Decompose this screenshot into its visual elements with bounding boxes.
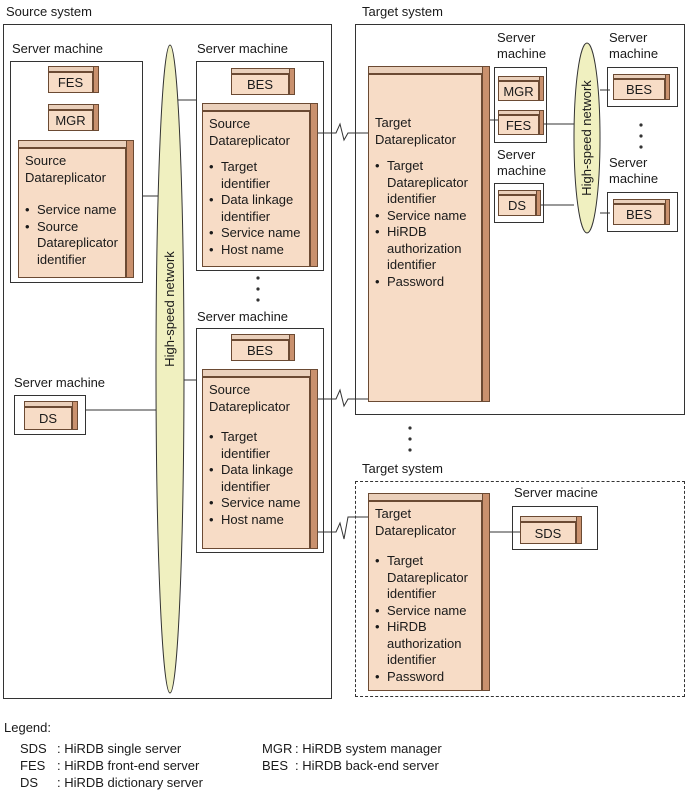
list-item: Data linkage identifier <box>209 192 309 225</box>
list-item: Host name <box>209 512 303 529</box>
server-machine-title: Server machine <box>609 155 659 186</box>
high-speed-network-target <box>573 42 601 234</box>
high-speed-network-source <box>155 44 185 694</box>
sds-box: SDS <box>520 516 582 544</box>
replicator-title-line2: Datareplicator <box>375 131 456 147</box>
source-system-title: Source system <box>6 4 92 19</box>
fes-box: FES <box>498 110 544 135</box>
replicator-title-line2: Datareplicator <box>209 398 290 414</box>
target-system-title: Target system <box>362 4 443 19</box>
legend-entry: SDS: HiRDB single server <box>20 741 182 756</box>
server-machine-ds <box>14 395 86 435</box>
list-item: Target Datareplicator identifier <box>375 158 483 208</box>
server-machine-title: Server machine <box>197 41 289 56</box>
list-item: Password <box>375 274 475 291</box>
list-item: Source Datareplicator identifier <box>25 219 121 269</box>
server-machine-left <box>10 61 143 283</box>
legend-entry: FES: HiRDB front-end server <box>20 758 200 773</box>
target-datareplicator-2: Target Datareplicator Target Datareplica… <box>368 493 490 691</box>
server-machine-title: Server machine <box>197 309 289 324</box>
list-item: Service name <box>209 495 303 512</box>
source-datareplicator-bottom: Source Datareplicator Target identifier … <box>202 369 318 549</box>
bes-box: BES <box>613 199 670 225</box>
server-machine-bes1 <box>607 67 678 107</box>
target-system-frame <box>355 24 685 415</box>
target-system-title: Target system <box>362 461 443 476</box>
mgr-box: MGR <box>498 76 544 101</box>
replicator-title-line1: Target <box>375 506 412 521</box>
replicator-title-line1: Source <box>209 116 251 131</box>
server-machine-title: Server machine <box>497 30 547 61</box>
server-machine-title: Server machine <box>14 375 106 390</box>
ds-box: DS <box>24 401 78 430</box>
fes-box: FES <box>48 66 99 93</box>
server-machine-bes2 <box>607 192 678 232</box>
legend-entry: MGR: HiRDB system manager <box>262 741 442 756</box>
replicator-title-line2: Datareplicator <box>209 132 290 148</box>
server-machine-mgr-fes <box>494 67 547 143</box>
ds-box: DS <box>498 190 541 216</box>
source-datareplicator-left: Source Datareplicator Service name Sourc… <box>18 140 134 278</box>
server-machine-sds <box>512 506 598 550</box>
bes-box: BES <box>231 68 295 95</box>
legend-entry: DS: HiRDB dictionary server <box>20 775 203 790</box>
server-machine-bottom <box>196 328 324 553</box>
mgr-box: MGR <box>48 104 99 131</box>
legend-entry: BES: HiRDB back-end server <box>262 758 439 773</box>
replicator-title-line1: Target <box>375 115 412 130</box>
list-item: Target identifier <box>209 429 301 462</box>
target-datareplicator-1: Target Datareplicator Target Datareplica… <box>368 66 490 402</box>
list-item: Service name <box>375 208 475 225</box>
server-machine-title: Server machine <box>12 41 104 56</box>
source-datareplicator-top: Source Datareplicator Target identifier … <box>202 103 318 267</box>
server-machine-title: Server macine <box>514 485 598 500</box>
list-item: Service name <box>375 603 475 620</box>
bes-box: BES <box>613 74 670 100</box>
server-machine-title: Server machine <box>497 147 547 178</box>
replicator-title-line2: Datareplicator <box>375 522 456 538</box>
list-item: HiRDB authorization identifier <box>375 224 483 274</box>
list-item: Target identifier <box>209 159 301 192</box>
list-item: Service name <box>25 202 119 219</box>
list-item: Host name <box>209 242 303 259</box>
server-machine-ds-target <box>494 183 544 223</box>
replicator-title-line1: Source <box>209 382 251 397</box>
list-item: HiRDB authorization identifier <box>375 619 483 669</box>
legend-title: Legend: <box>4 720 51 735</box>
source-system-frame <box>3 24 332 699</box>
server-machine-title: Server machine <box>609 30 659 61</box>
list-item: Target Datareplicator identifier <box>375 553 483 603</box>
target-system-frame-dashed <box>355 481 685 697</box>
replicator-title-line2: Datareplicator <box>25 169 106 185</box>
list-item: Service name <box>209 225 303 242</box>
high-speed-network-label: High-speed network <box>579 80 594 196</box>
server-machine-top <box>196 61 324 271</box>
list-item: Password <box>375 669 475 686</box>
list-item: Data linkage identifier <box>209 462 309 495</box>
replicator-title-line1: Source <box>25 153 67 168</box>
bes-box: BES <box>231 334 295 361</box>
high-speed-network-label: High-speed network <box>162 251 177 367</box>
